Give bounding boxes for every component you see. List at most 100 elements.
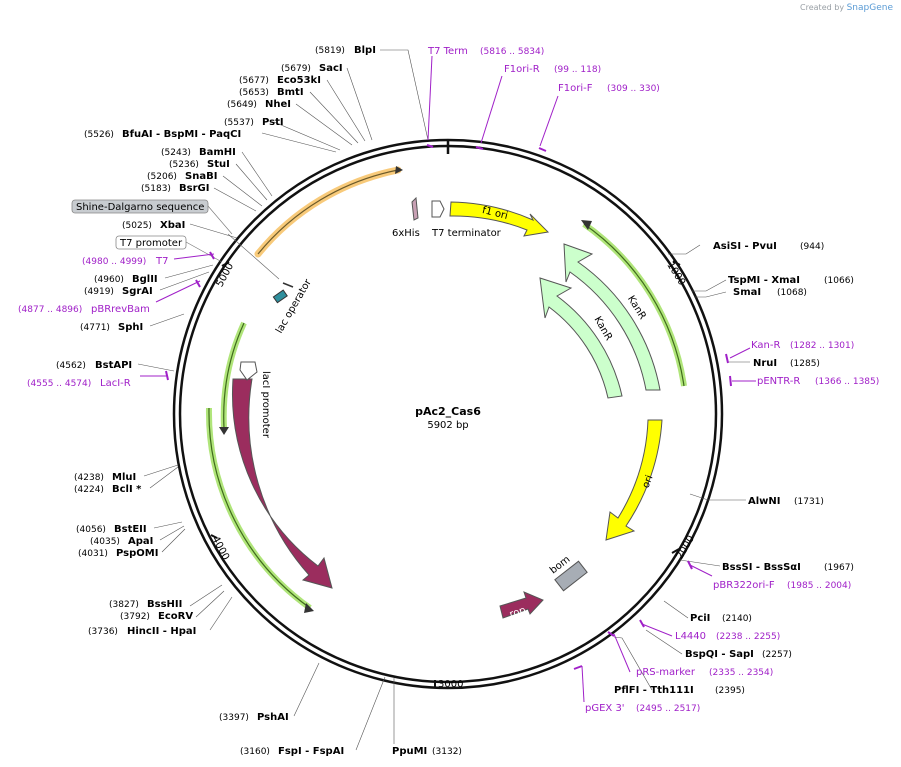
site-pos-pflfi: (2395) xyxy=(715,686,745,696)
primer-name-prs-marker: pRS-marker xyxy=(636,667,696,678)
site-pos-apai: (4035) xyxy=(90,537,120,547)
site-pos-fspi: (3160) xyxy=(240,747,270,757)
snapgene-logo: SnapGene xyxy=(846,3,893,13)
site-pos-bsteii: (4056) xyxy=(76,525,106,535)
laci-promoter-label: lacI promoter xyxy=(260,371,271,439)
restriction-sites: (5819) BlpI (5679) SacI (5677) Eco53kI (… xyxy=(56,45,854,757)
site-name-bglii: BglII xyxy=(132,274,158,285)
shine-dalgarno-label: Shine-Dalgarno sequence xyxy=(76,202,204,213)
green-arc-right-arrowhead xyxy=(581,220,592,230)
site-pos-bsshii: (3827) xyxy=(109,600,139,610)
site-name-eco53ki: Eco53kI xyxy=(277,75,321,86)
site-name-sphi: SphI xyxy=(118,322,143,333)
site-name-alwni: AlwNI xyxy=(748,496,781,507)
site-pos-mlui: (4238) xyxy=(74,473,104,483)
laci-promoter-arrow xyxy=(239,361,258,381)
primer-name-t7-term: T7 Term xyxy=(427,46,468,57)
site-name-ecorv: EcoRV xyxy=(158,611,193,622)
site-pos-stui: (5236) xyxy=(169,160,199,170)
primer-name-f1ori-r: F1ori-R xyxy=(504,64,540,75)
site-name-psti: PstI xyxy=(262,117,284,128)
site-pos-nhei: (5649) xyxy=(227,100,257,110)
site-pos-bfuai: (5526) xyxy=(84,130,114,140)
rop-arrow xyxy=(499,591,544,619)
site-name-bsrgi: BsrGI xyxy=(179,183,209,194)
t7-terminator-label: T7 terminator xyxy=(431,228,502,239)
site-pos-tspmi: (1066) xyxy=(824,276,854,286)
site-name-bamhi: BamHI xyxy=(199,147,236,158)
site-pos-alwni: (1731) xyxy=(794,497,824,507)
site-pos-smai: (1068) xyxy=(777,288,807,298)
primer-pos-l4440: (2238 .. 2255) xyxy=(716,632,780,642)
site-name-bmti: BmtI xyxy=(277,87,304,98)
f1-ori-arrow xyxy=(449,201,550,237)
boxed-labels: Shine-Dalgarno sequence T7 promoter xyxy=(71,199,233,263)
site-pos-eco53ki: (5677) xyxy=(239,76,269,86)
lac-operator-label: lac operator xyxy=(274,277,314,336)
tick-label-2000: 2000 xyxy=(675,534,697,562)
primer-name-pbr322ori-f: pBR322ori-F xyxy=(713,580,775,591)
site-pos-ecorv: (3792) xyxy=(120,612,150,622)
his-label: 6xHis xyxy=(392,228,420,239)
site-pos-bstapi: (4562) xyxy=(56,361,86,371)
site-pos-psp0mi: (4031) xyxy=(78,549,108,559)
site-name-ppumi: PpuMI xyxy=(392,746,427,757)
lac-operator-box xyxy=(272,289,288,304)
primer-name-pgex3: pGEX 3' xyxy=(585,703,625,714)
primer-name-pbrrevbam: pBRrevBam xyxy=(91,304,150,315)
site-name-nrui: NruI xyxy=(753,358,777,369)
primer-name-l4440: L4440 xyxy=(675,631,706,642)
laci-label: lacI xyxy=(261,481,277,501)
primer-pos-f1ori-f: (309 .. 330) xyxy=(607,84,660,94)
site-pos-xbai: (5025) xyxy=(122,221,152,231)
kanr-outer-arrow xyxy=(563,243,661,391)
t7-promoter-label: T7 promoter xyxy=(119,238,183,249)
primer-name-laci-r: LacI-R xyxy=(100,378,131,389)
site-pos-sphi: (4771) xyxy=(80,323,110,333)
site-pos-ppumi: (3132) xyxy=(432,747,462,757)
site-name-bcli: BclI * xyxy=(112,484,142,495)
primer-name-f1ori-f: F1ori-F xyxy=(558,83,593,94)
site-name-sgrai: SgrAI xyxy=(122,286,153,297)
t7-terminator-shape xyxy=(431,200,445,218)
site-name-snabi: SnaBI xyxy=(185,171,217,182)
site-name-pshai: PshAI xyxy=(257,712,289,723)
plasmid-length: 5902 bp xyxy=(427,420,468,431)
site-name-hincii: HincII - HpaI xyxy=(127,626,196,637)
primer-pos-pbrrevbam: (4877 .. 4896) xyxy=(18,305,82,315)
site-pos-blpi: (5819) xyxy=(315,46,345,56)
features: f1 ori KanR KanR ori bom rop lacI lacI p… xyxy=(205,166,687,620)
site-pos-bspqi: (2257) xyxy=(762,650,792,660)
site-name-bfuai: BfuAI - BspMI - PaqCI xyxy=(122,129,241,140)
his-tag-shape xyxy=(411,196,419,221)
site-pos-nrui: (1285) xyxy=(790,359,820,369)
site-name-fspi: FspI - FspAI xyxy=(278,746,344,757)
site-pos-sgrai: (4919) xyxy=(84,287,114,297)
tick-label-4000: 4000 xyxy=(209,534,231,562)
site-name-bsshii: BssHII xyxy=(147,599,182,610)
bom-box xyxy=(554,560,588,592)
laci-arrow xyxy=(232,378,333,589)
primer-pos-pgex3: (2495 .. 2517) xyxy=(636,704,700,714)
orange-arrowhead xyxy=(395,166,403,174)
site-name-mlui: MluI xyxy=(112,472,136,483)
orange-feature-arc xyxy=(254,166,402,258)
kanr-inner-arrow xyxy=(539,277,623,399)
site-name-pflfi: PflFI - Tth111I xyxy=(614,685,694,696)
shine-dalgarno-box xyxy=(71,199,209,214)
site-name-stui: StuI xyxy=(207,159,230,170)
tick-label-3000: 3000 xyxy=(438,679,463,690)
site-pos-pshai: (3397) xyxy=(219,713,249,723)
site-name-apai: ApaI xyxy=(128,536,153,547)
primers: T7 Term (5816 .. 5834) F1ori-R (99 .. 11… xyxy=(18,46,879,714)
primer-name-t7: T7 xyxy=(155,256,168,267)
t7-promoter-box xyxy=(115,235,187,250)
site-pos-pcii: (2140) xyxy=(722,614,752,624)
primer-pos-laci-r: (4555 .. 4574) xyxy=(27,379,91,389)
site-pos-bsssi: (1967) xyxy=(824,563,854,573)
green-arc-left-long xyxy=(205,407,312,611)
site-name-tspmi: TspMI - XmaI xyxy=(728,275,800,286)
primer-name-kan-r: Kan-R xyxy=(751,340,780,351)
primer-pos-pentr-r: (1366 .. 1385) xyxy=(815,377,879,387)
primer-pos-t7: (4980 .. 4999) xyxy=(82,257,146,267)
